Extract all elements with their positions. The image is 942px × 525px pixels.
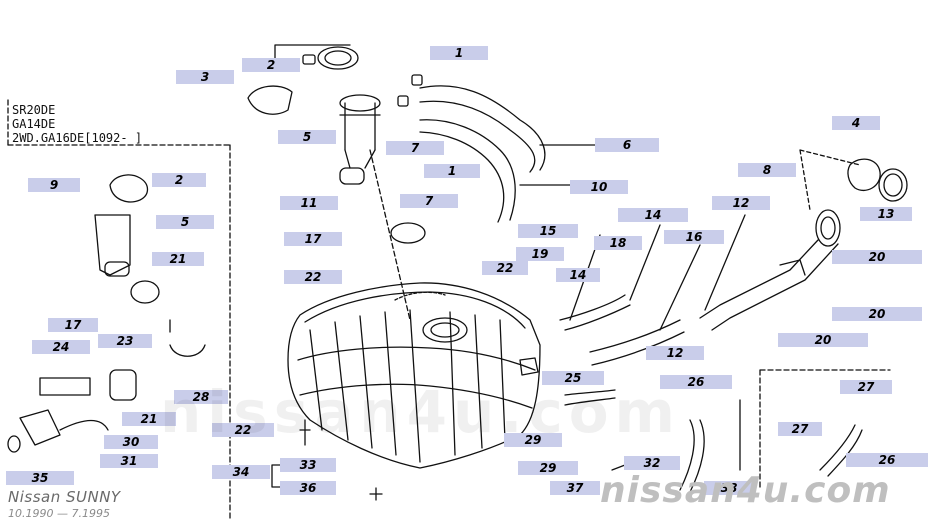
callout-12a[interactable]: 12 xyxy=(712,196,770,210)
callout-5a[interactable]: 5 xyxy=(278,130,336,144)
callout-38[interactable]: 38 xyxy=(704,481,754,495)
callout-2a[interactable]: 2 xyxy=(242,58,300,72)
variant-frame xyxy=(7,144,231,521)
callout-1b[interactable]: 1 xyxy=(424,164,480,178)
callout-21a[interactable]: 21 xyxy=(152,252,204,266)
lock-ring-top xyxy=(317,46,359,70)
callout-14b[interactable]: 14 xyxy=(556,268,600,282)
callout-18[interactable]: 18 xyxy=(594,236,642,250)
callout-32[interactable]: 32 xyxy=(624,456,680,470)
gasket-17 xyxy=(390,222,426,244)
callout-6[interactable]: 6 xyxy=(595,138,659,152)
callout-21b[interactable]: 21 xyxy=(122,412,176,426)
callout-34[interactable]: 34 xyxy=(212,465,270,479)
callout-20a[interactable]: 20 xyxy=(832,250,922,264)
callout-7b[interactable]: 7 xyxy=(400,194,458,208)
callout-29b[interactable]: 29 xyxy=(518,461,578,475)
callout-28[interactable]: 28 xyxy=(174,390,228,404)
callout-22c[interactable]: 22 xyxy=(212,423,274,437)
filler-cap xyxy=(847,158,881,192)
engine-variant-1: SR20DE xyxy=(12,103,56,117)
callout-20c[interactable]: 20 xyxy=(778,333,868,347)
filler-neck xyxy=(699,209,841,331)
callout-20b[interactable]: 20 xyxy=(832,307,922,321)
watermark: nissan4u.com xyxy=(160,378,681,446)
callout-29a[interactable]: 29 xyxy=(504,433,562,447)
hose-28 xyxy=(169,344,206,357)
callout-17a[interactable]: 17 xyxy=(284,232,342,246)
callout-3[interactable]: 3 xyxy=(176,70,234,84)
hose-26a xyxy=(679,419,695,491)
callout-26a[interactable]: 26 xyxy=(660,375,732,389)
callout-13[interactable]: 13 xyxy=(860,207,912,221)
callout-27b[interactable]: 27 xyxy=(778,422,822,436)
production-period: 10.1990 — 7.1995 xyxy=(8,507,110,520)
callout-10[interactable]: 10 xyxy=(570,180,628,194)
callout-14a[interactable]: 14 xyxy=(618,208,688,222)
callout-4[interactable]: 4 xyxy=(832,116,880,130)
callout-30[interactable]: 30 xyxy=(104,435,158,449)
callout-11[interactable]: 11 xyxy=(280,196,338,210)
callout-16[interactable]: 16 xyxy=(664,230,724,244)
callout-36[interactable]: 36 xyxy=(280,481,336,495)
callout-7a[interactable]: 7 xyxy=(386,141,444,155)
engine-variant-2: GA14DE xyxy=(12,117,56,131)
callout-33[interactable]: 33 xyxy=(280,458,336,472)
site-logo: nissan4u.com xyxy=(600,470,891,511)
hose-26b xyxy=(819,424,856,471)
hose-25 xyxy=(564,389,616,396)
callout-12b[interactable]: 12 xyxy=(646,346,704,360)
callout-31[interactable]: 31 xyxy=(100,454,158,468)
callout-22b[interactable]: 22 xyxy=(482,261,528,275)
callout-24[interactable]: 24 xyxy=(32,340,90,354)
callout-17b[interactable]: 17 xyxy=(48,318,98,332)
model-name: Nissan SUNNY xyxy=(8,488,121,506)
callout-35[interactable]: 35 xyxy=(6,471,74,485)
callout-8[interactable]: 8 xyxy=(738,163,796,177)
callout-22a[interactable]: 22 xyxy=(284,270,342,284)
callout-26b[interactable]: 26 xyxy=(846,453,928,467)
cover-3 xyxy=(247,85,293,115)
gasket-17-left xyxy=(130,280,160,304)
callout-1a[interactable]: 1 xyxy=(430,46,488,60)
fuel-pump-assembly-top xyxy=(339,94,381,185)
vent-hoses xyxy=(559,294,685,366)
callout-2b[interactable]: 2 xyxy=(152,173,206,187)
callout-25[interactable]: 25 xyxy=(542,371,604,385)
fuel-pump-left xyxy=(94,214,131,276)
engine-variant-3: 2WD.GA16DE[1092- ] xyxy=(12,131,143,145)
fuel-tank xyxy=(287,282,541,469)
callout-15[interactable]: 15 xyxy=(518,224,578,238)
callout-37[interactable]: 37 xyxy=(550,481,600,495)
grommet-35 xyxy=(7,435,21,453)
pump-body-23 xyxy=(109,369,137,401)
callout-9[interactable]: 9 xyxy=(28,178,80,192)
callout-19[interactable]: 19 xyxy=(516,247,564,261)
callout-27a[interactable]: 27 xyxy=(840,380,892,394)
callout-23[interactable]: 23 xyxy=(98,334,152,348)
callout-5b[interactable]: 5 xyxy=(156,215,214,229)
hoses-6-10 xyxy=(419,85,546,223)
